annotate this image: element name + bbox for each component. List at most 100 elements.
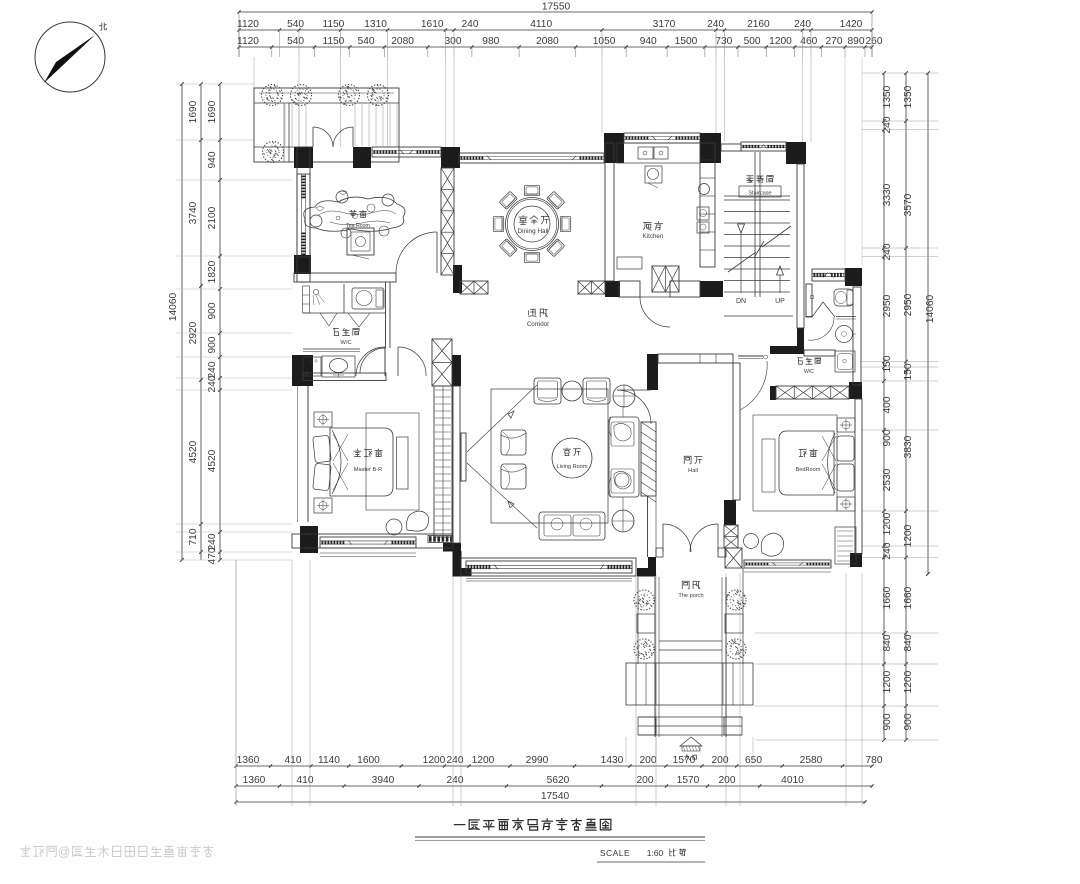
svg-text:240: 240: [707, 19, 724, 30]
svg-text:1150: 1150: [322, 36, 344, 47]
svg-text:4010: 4010: [781, 775, 804, 786]
svg-text:W/C: W/C: [804, 369, 814, 375]
svg-text:940: 940: [640, 36, 657, 47]
svg-text:200: 200: [640, 755, 657, 766]
svg-text:UP: UP: [775, 298, 785, 305]
svg-text:1570: 1570: [677, 775, 700, 786]
svg-text:1350: 1350: [903, 85, 914, 108]
svg-text:4110: 4110: [530, 19, 552, 30]
svg-text:1050: 1050: [593, 36, 616, 47]
svg-text:Corridor: Corridor: [527, 321, 549, 328]
svg-text:Tea Room: Tea Room: [346, 223, 370, 229]
svg-text:3940: 3940: [372, 775, 395, 786]
svg-text:200: 200: [719, 775, 736, 786]
svg-text:2990: 2990: [526, 755, 549, 766]
svg-text:1200: 1200: [882, 670, 893, 693]
svg-text:2080: 2080: [391, 36, 414, 47]
svg-text:The porch: The porch: [678, 593, 703, 599]
svg-text:940: 940: [207, 151, 218, 168]
svg-text:1:60: 1:60: [647, 848, 664, 858]
svg-text:260: 260: [866, 36, 883, 47]
svg-text:150: 150: [882, 355, 893, 372]
svg-text:400: 400: [882, 396, 893, 413]
svg-text:730: 730: [715, 36, 732, 47]
svg-text:900: 900: [882, 713, 893, 730]
svg-text:1690: 1690: [188, 100, 199, 123]
svg-text:900: 900: [207, 336, 218, 353]
svg-text:Kitchen: Kitchen: [643, 233, 664, 240]
svg-text:5620: 5620: [547, 775, 570, 786]
svg-text:2950: 2950: [882, 294, 893, 317]
svg-text:840: 840: [882, 634, 893, 651]
svg-text:240: 240: [207, 361, 218, 378]
svg-text:Dining Hall: Dining Hall: [518, 228, 549, 235]
svg-text:2100: 2100: [207, 206, 218, 229]
svg-text:14060: 14060: [168, 293, 179, 322]
svg-text:1430: 1430: [601, 755, 624, 766]
svg-text:Staircase: Staircase: [748, 191, 771, 197]
svg-text:1200: 1200: [903, 524, 914, 547]
svg-text:900: 900: [903, 713, 914, 730]
svg-text:1120: 1120: [237, 36, 259, 47]
svg-text:Hall: Hall: [688, 468, 698, 474]
svg-text:240: 240: [447, 755, 464, 766]
svg-text:2950: 2950: [903, 293, 914, 316]
svg-text:4520: 4520: [188, 440, 199, 463]
svg-text:240: 240: [207, 375, 218, 392]
svg-text:900: 900: [207, 302, 218, 319]
svg-text:540: 540: [287, 36, 304, 47]
svg-text:890: 890: [848, 36, 865, 47]
svg-text:17550: 17550: [542, 2, 571, 13]
svg-text:1420: 1420: [840, 19, 863, 30]
svg-text:650: 650: [745, 755, 762, 766]
svg-text:3570: 3570: [903, 193, 914, 216]
svg-text:1200: 1200: [769, 36, 792, 47]
svg-text:240: 240: [882, 243, 893, 260]
svg-text:300: 300: [445, 36, 462, 47]
svg-text:240: 240: [447, 775, 464, 786]
svg-text:1200: 1200: [903, 670, 914, 693]
svg-text:W/C: W/C: [340, 340, 351, 346]
svg-text:1120: 1120: [237, 19, 259, 30]
svg-text:240: 240: [882, 542, 893, 559]
svg-text:1200: 1200: [882, 512, 893, 535]
svg-text:@: @: [58, 845, 71, 859]
svg-text:200: 200: [637, 775, 654, 786]
svg-text:410: 410: [285, 755, 302, 766]
svg-text:240: 240: [462, 19, 479, 30]
svg-text:1200: 1200: [472, 755, 495, 766]
svg-text:240: 240: [207, 533, 218, 550]
svg-text:540: 540: [287, 19, 304, 30]
svg-text:2580: 2580: [800, 755, 823, 766]
svg-text:2080: 2080: [536, 36, 559, 47]
svg-text:470: 470: [207, 547, 218, 564]
svg-text:460: 460: [800, 36, 817, 47]
svg-text:Master B-R: Master B-R: [354, 467, 382, 473]
svg-text:1200: 1200: [423, 755, 446, 766]
svg-text:1140: 1140: [318, 755, 340, 766]
svg-text:1820: 1820: [207, 260, 218, 283]
svg-text:1660: 1660: [903, 586, 914, 609]
svg-text:200: 200: [712, 755, 729, 766]
svg-text:DN: DN: [736, 298, 746, 305]
svg-text:780: 780: [866, 755, 883, 766]
svg-text:1360: 1360: [237, 755, 260, 766]
svg-text:1690: 1690: [207, 100, 218, 123]
svg-text:SCALE: SCALE: [600, 848, 630, 858]
svg-text:410: 410: [297, 775, 314, 786]
svg-text:3170: 3170: [653, 19, 676, 30]
svg-text:BedRoom: BedRoom: [796, 467, 821, 473]
svg-text:500: 500: [744, 36, 761, 47]
svg-text:3330: 3330: [882, 183, 893, 206]
svg-text:Living Room: Living Room: [556, 464, 587, 470]
svg-text:3830: 3830: [903, 435, 914, 458]
svg-text:150: 150: [903, 363, 914, 380]
svg-text:240: 240: [882, 116, 893, 133]
svg-text:1310: 1310: [364, 19, 387, 30]
svg-text:1610: 1610: [421, 19, 444, 30]
svg-text:2530: 2530: [882, 468, 893, 491]
svg-text:710: 710: [188, 528, 199, 545]
svg-text:540: 540: [358, 36, 375, 47]
svg-text:1600: 1600: [357, 755, 380, 766]
svg-text:1570: 1570: [673, 755, 696, 766]
